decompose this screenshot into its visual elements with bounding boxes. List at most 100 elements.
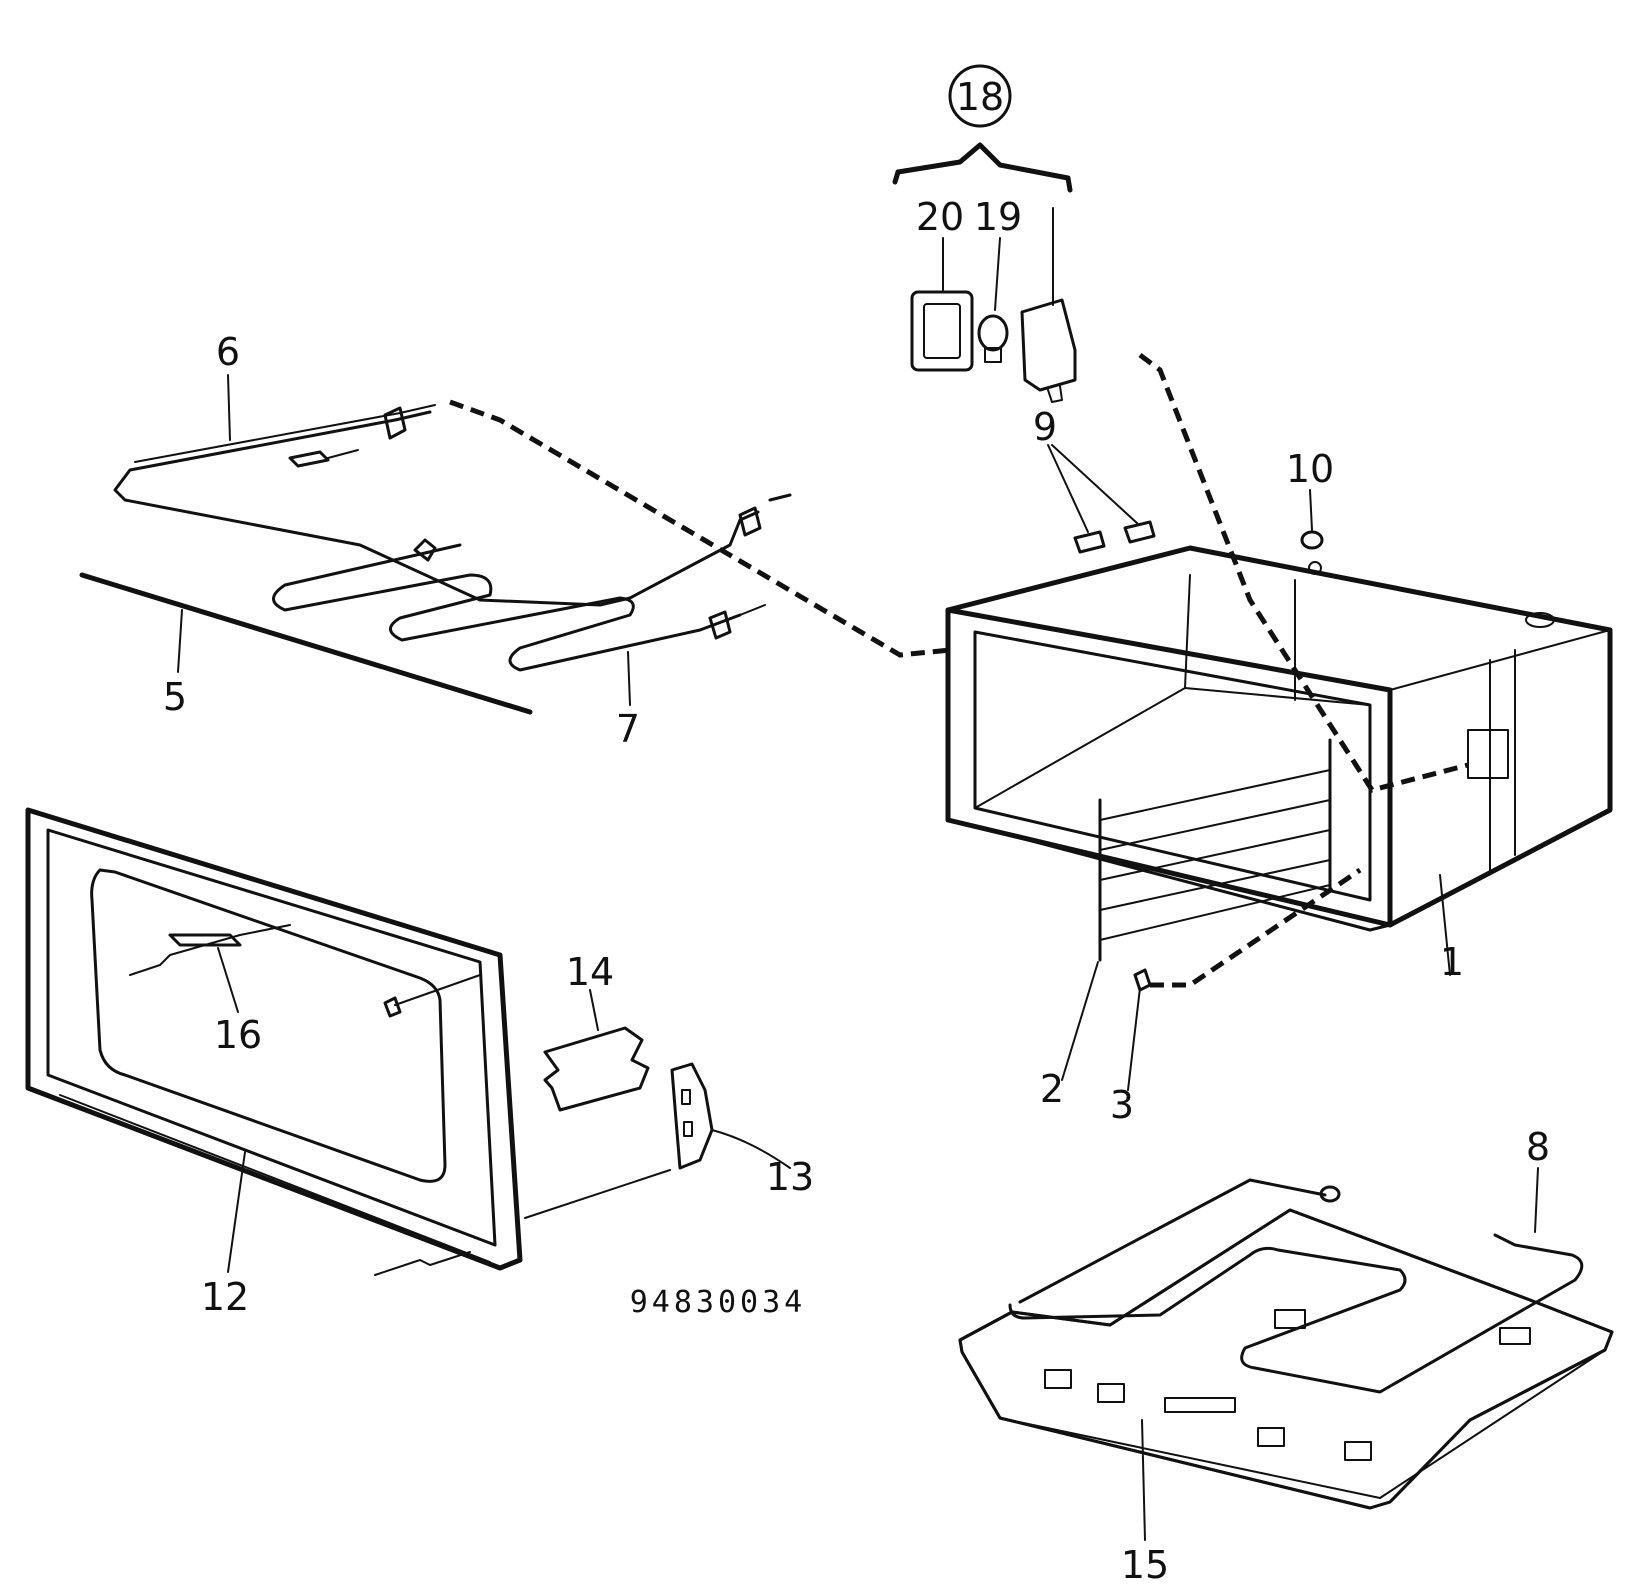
door-screw xyxy=(383,996,402,1018)
top-element-6-bracket-2 xyxy=(738,506,762,537)
top-element-6 xyxy=(113,410,760,607)
door-hinge-pin xyxy=(374,1251,471,1276)
cavity-inner-back xyxy=(1184,574,1191,689)
callout-labels: 18 20 19 6 9 10 5 7 1 14 16 2 3 8 13 12 … xyxy=(163,75,1550,1587)
callout-15: 15 xyxy=(1121,1543,1169,1587)
callout-12: 12 xyxy=(201,1275,249,1319)
bottom-plate-side-lip xyxy=(1379,1349,1606,1499)
lower-element-8 xyxy=(1008,1233,1584,1394)
grill-element-7-bracket xyxy=(413,538,437,562)
group-bracket-18 xyxy=(895,142,1073,193)
leader-16 xyxy=(217,947,239,1013)
bottom-plate-front-lip xyxy=(999,1417,1381,1499)
leader-1 xyxy=(1439,874,1451,976)
door-outline xyxy=(25,807,523,1271)
door-bottom-lip xyxy=(59,1094,491,1263)
hinge-slot-a xyxy=(681,1089,691,1105)
door-window xyxy=(90,868,447,1183)
top-element-6-bracket xyxy=(383,406,407,440)
cavity-front-frame xyxy=(945,607,1393,928)
oven-door xyxy=(25,807,671,1276)
callout-20: 20 xyxy=(916,195,964,239)
heating-elements xyxy=(79,374,951,715)
cavity-stud-hole xyxy=(1308,561,1322,575)
leader-14 xyxy=(589,989,599,1031)
callout-7: 7 xyxy=(616,707,640,751)
plate-tab-a xyxy=(1044,1369,1072,1389)
lamp-assembly xyxy=(892,64,1077,403)
callout-9: 9 xyxy=(1033,405,1057,449)
leader-3 xyxy=(1127,987,1141,1091)
callout-19: 19 xyxy=(974,195,1022,239)
cavity-top-edge xyxy=(1389,629,1611,691)
leader-9 xyxy=(1047,444,1139,533)
dash-screw-to-cavity xyxy=(1150,867,1362,988)
hinge-parts xyxy=(543,989,791,1170)
door-screw-leader xyxy=(394,974,481,1006)
callout-13: 13 xyxy=(766,1155,814,1199)
lamp-lens-cover xyxy=(910,290,974,372)
washer-10 xyxy=(1300,530,1324,550)
plate-tab-c xyxy=(1257,1427,1285,1447)
door-bracket-16 xyxy=(168,933,242,947)
element-8-terminal xyxy=(1319,1185,1341,1203)
shelf-rail-5 xyxy=(79,572,533,715)
grill-element-7 xyxy=(272,543,742,672)
door-inner-frame xyxy=(46,828,497,1247)
callout-3: 3 xyxy=(1110,1083,1134,1127)
lamp-holder xyxy=(1020,298,1077,392)
door-to-hinge-line xyxy=(524,1169,671,1219)
oven-cavity xyxy=(945,353,1613,1091)
grill-element-7-bracket-2 xyxy=(708,610,732,640)
plate-slot xyxy=(1164,1397,1236,1413)
door-bracket-rod xyxy=(129,924,291,976)
cavity-outer-body xyxy=(946,546,1612,932)
element-6-screw-shaft xyxy=(327,449,359,459)
screw-3 xyxy=(1133,968,1152,992)
leader-10 xyxy=(1309,489,1313,531)
callout-8: 8 xyxy=(1526,1125,1550,1169)
lower-element-8-arm xyxy=(1018,1178,1327,1304)
hinge-plate-14 xyxy=(543,1026,650,1112)
bottom-plate-15 xyxy=(958,1208,1614,1510)
lamp-lens-inner xyxy=(923,303,961,359)
dash-element-to-cavity xyxy=(449,399,951,658)
drawing-number: 94830034 xyxy=(630,1285,807,1320)
leader-13 xyxy=(711,1129,791,1169)
callout-16: 16 xyxy=(214,1013,262,1057)
door-outer-panel xyxy=(26,808,522,1270)
bottom-assembly xyxy=(958,1167,1614,1541)
door-hinge-13 xyxy=(670,1062,714,1170)
element-6-screw xyxy=(288,450,330,468)
top-element-6-end xyxy=(768,493,792,502)
shelf-runner-rails xyxy=(1099,769,1331,941)
leader-8 xyxy=(1534,1167,1539,1233)
lamp-bulb-base xyxy=(984,347,1002,363)
clip-9b xyxy=(1123,520,1156,544)
leader-6 xyxy=(227,374,231,441)
hinge-slot-b xyxy=(683,1121,693,1137)
cavity-vent-hole xyxy=(1525,612,1555,628)
grill-element-7-end xyxy=(739,604,766,616)
callout-18-circle xyxy=(948,64,1012,128)
dash-lamp-to-cavity xyxy=(1138,353,1469,793)
callout-14: 14 xyxy=(566,950,614,994)
lamp-holder-terminal xyxy=(1047,385,1063,403)
callout-10: 10 xyxy=(1286,447,1334,491)
callout-18: 18 xyxy=(956,75,1004,119)
plate-tab-e xyxy=(1274,1309,1306,1329)
cavity-lamp-window xyxy=(1467,729,1509,779)
callout-1: 1 xyxy=(1440,940,1464,984)
plate-tab-f xyxy=(1499,1327,1531,1345)
plate-tab-d xyxy=(1344,1441,1372,1461)
leader-7 xyxy=(627,651,631,706)
group-bracket-18-left xyxy=(892,169,901,185)
clip-9a xyxy=(1073,530,1106,554)
leader-5 xyxy=(177,609,183,673)
leader-15 xyxy=(1141,1419,1146,1541)
callout-6: 6 xyxy=(216,330,240,374)
lamp-bulb xyxy=(977,314,1009,352)
callout-5: 5 xyxy=(163,675,187,719)
